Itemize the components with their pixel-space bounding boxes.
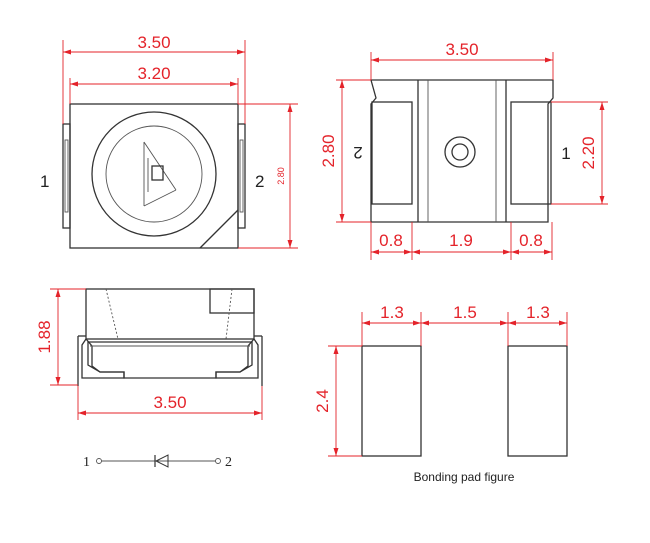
- dim-top-width-inner: 3.20: [137, 64, 170, 83]
- bottom-view-body: [370, 79, 554, 223]
- dim-pad-height: 2.4: [313, 389, 332, 413]
- bonding-pad-caption: Bonding pad figure: [414, 470, 515, 484]
- cathode-chamfer: [199, 209, 239, 249]
- bonding-pad-figure: 1.3 1.5 1.3 2.4 Bonding pad figure: [313, 303, 568, 484]
- top-view-lead-left: [62, 123, 71, 229]
- dim-pad-width-right: 1.3: [526, 303, 550, 322]
- top-pin-label-2: 2: [255, 172, 264, 191]
- dim-top-width-outer: 3.50: [137, 33, 170, 52]
- dim-bottom-center-gap: 1.9: [449, 231, 473, 250]
- lens-outer-circle: [91, 111, 217, 237]
- dim-side-width: 3.50: [153, 393, 186, 412]
- dim-pad-width-left: 1.3: [380, 303, 404, 322]
- schematic-terminal-1: [96, 458, 102, 464]
- polarity-mark-inner: [451, 143, 469, 161]
- side-view: 1.88 3.50: [35, 288, 263, 420]
- schematic-terminal-2: [215, 458, 221, 464]
- dim-pad-gap: 1.5: [453, 303, 477, 322]
- diode-symbol: [154, 454, 169, 468]
- side-view-body: [85, 288, 255, 340]
- top-view: 1 2 3.50 3.20 2.80: [40, 33, 298, 249]
- bonding-pad-right: [507, 345, 568, 457]
- schematic-pin-1: 1: [83, 455, 90, 470]
- dim-bottom-pad-left: 0.8: [379, 231, 403, 250]
- dim-bottom-height: 2.80: [319, 134, 338, 167]
- bottom-pad-right: [510, 101, 552, 205]
- polarity-mark-outer: [444, 136, 476, 168]
- schematic-pin-2: 2: [225, 455, 232, 470]
- diode-schematic: 1 2: [83, 454, 232, 470]
- dim-bottom-width: 3.50: [445, 40, 478, 59]
- dim-side-height: 1.88: [35, 320, 54, 353]
- lens-inner-circle: [105, 125, 203, 223]
- bottom-pin-label-2: 2: [353, 143, 362, 162]
- die-chip: [151, 165, 164, 181]
- top-pin-label-1: 1: [40, 172, 49, 191]
- dim-top-height: 2.80: [276, 167, 286, 185]
- bottom-pad-left: [371, 101, 413, 205]
- bottom-pin-label-1: 1: [561, 144, 570, 163]
- bottom-view: 2 1 3.50 2.80 2.20 0.8: [319, 40, 608, 260]
- dim-bottom-pad-height: 2.20: [579, 136, 598, 169]
- top-view-lead-right: [237, 123, 246, 229]
- bonding-pad-left: [361, 345, 422, 457]
- die-cup: [143, 141, 177, 207]
- dim-bottom-pad-right: 0.8: [519, 231, 543, 250]
